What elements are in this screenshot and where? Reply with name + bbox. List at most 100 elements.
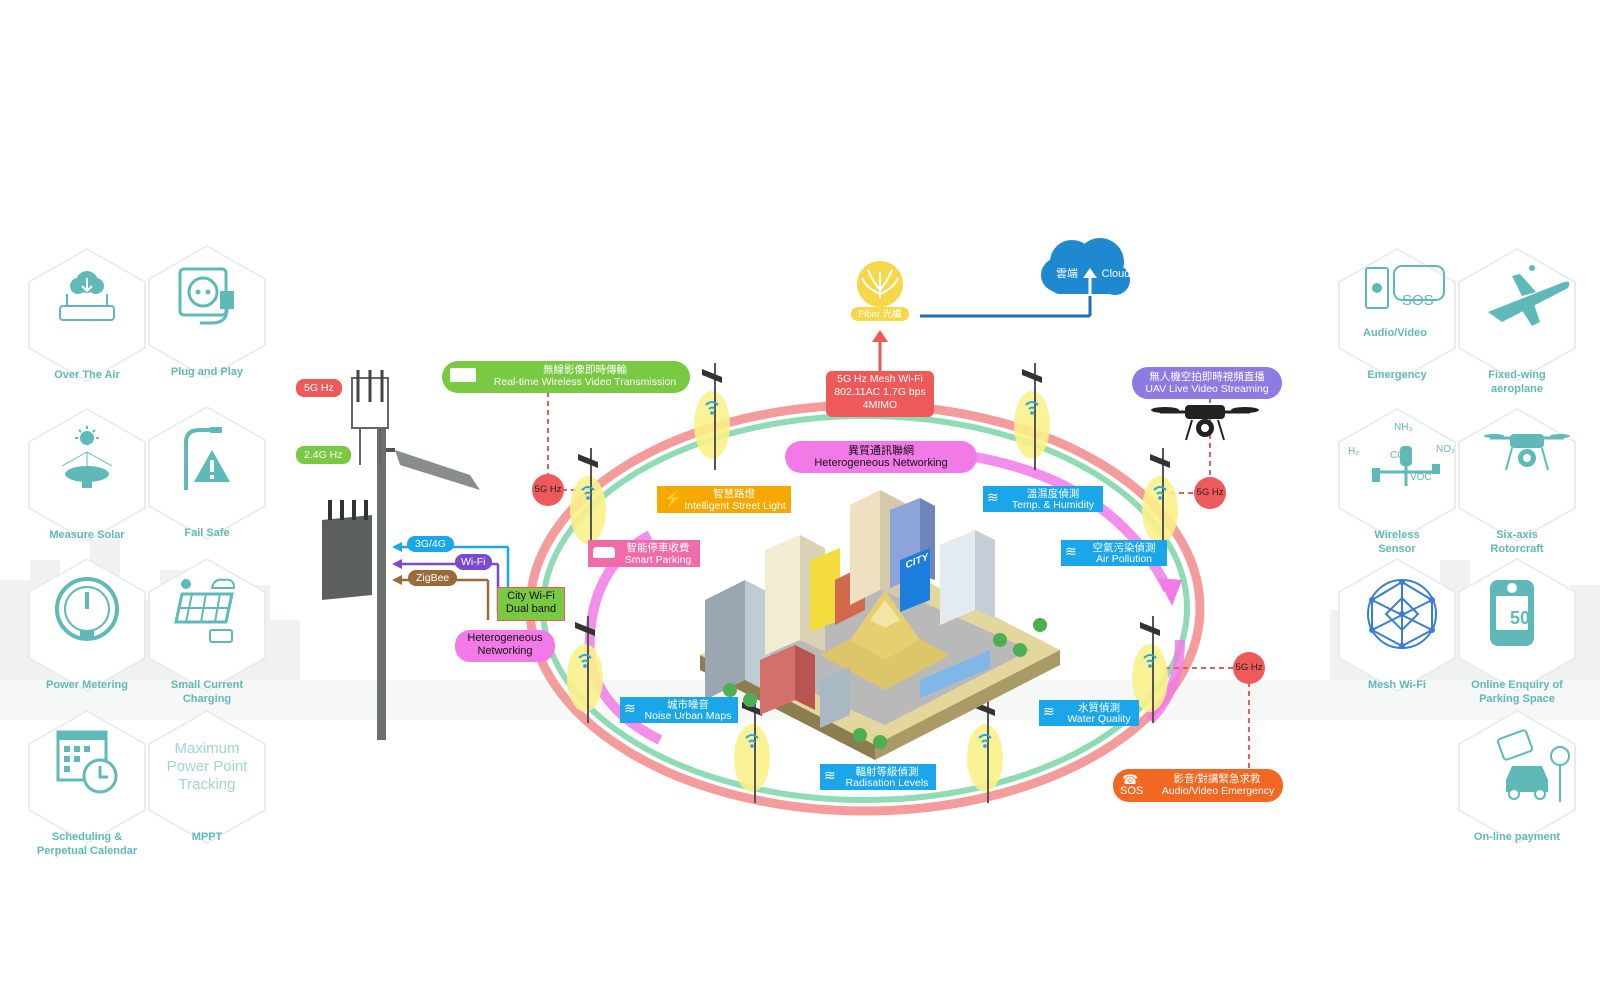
street-lamp	[694, 363, 730, 470]
feature-label-sensor: Wireless Sensor	[1374, 529, 1420, 555]
sos-phone-icon	[1362, 264, 1446, 329]
smart-parking-cn: 智能停車收費	[626, 542, 690, 554]
wifi-signal-icon: ≋	[824, 767, 836, 783]
street-lamp	[567, 616, 603, 723]
mesh-wifi-box: 5G Hz Mesh Wi-Fi 802.11AC 1.7G bps 4MIMO	[826, 371, 934, 417]
noise-cn: 城市噪音	[667, 699, 709, 711]
noise-en: Noise Urban Maps	[644, 710, 732, 722]
plug-socket-icon	[172, 261, 242, 336]
wifi-signal-icon: ≋	[624, 700, 636, 716]
feature-label-emergency: Emergency	[1367, 369, 1427, 381]
gas-label: NO₂	[1436, 444, 1455, 455]
water-cn: 水質偵測	[1078, 702, 1120, 714]
uav-pill: 無人機空拍即時視頻直播 UAV Live Video Streaming	[1132, 367, 1282, 399]
smart-parking-en: Smart Parking	[624, 554, 692, 566]
ghz-label-bottom: 5G Hz	[1235, 662, 1263, 673]
ghz-node-bottom	[1233, 652, 1265, 684]
ghz-node-left	[532, 474, 564, 506]
band-5g-pill: 5G Hz	[296, 379, 342, 397]
mesh-line-2: 802.11AC 1.7G bps	[834, 386, 926, 398]
hetero-pill-left: Heterogeneous Networking	[455, 630, 555, 662]
ghz-label-right: 5G Hz	[1196, 487, 1224, 498]
mppt-description: Maximum Power Point Tracking	[166, 740, 248, 793]
city-wifi-box: City Wi-Fi Dual band	[497, 587, 565, 621]
isometric-city	[700, 490, 1060, 760]
wifi-signal-icon: ≋	[1043, 703, 1055, 719]
tag-temp-humidity: ≋ 溫濕度偵測 Temp. & Humidity	[983, 486, 1103, 512]
gas-label: NH₃	[1394, 422, 1413, 433]
feature-sublabel-emergency: Audio/Video	[1363, 327, 1427, 339]
street-lamp	[1014, 363, 1050, 470]
tag-radiation: ≋ 輻射等級偵測 Radisation Levels	[820, 764, 936, 790]
mesh-network-icon	[1362, 574, 1442, 659]
feature-label-rotor: Six-axis Rotorcraft	[1490, 529, 1544, 555]
water-en: Water Quality	[1067, 713, 1131, 725]
feature-label-failsafe: Fail Safe	[184, 527, 230, 539]
calendar-clock-icon	[52, 726, 122, 801]
airplane-icon	[1482, 264, 1572, 339]
ghz-label-left: 5G Hz	[534, 484, 562, 495]
feature-label-ota: Over The Air	[54, 369, 120, 381]
gas-label: VOC	[1410, 472, 1432, 483]
uav-drone	[1151, 405, 1259, 441]
cloud-icon	[1041, 238, 1130, 296]
hetero-en: Heterogeneous Networking	[814, 457, 948, 469]
drone-icon	[1482, 424, 1572, 489]
feature-hex-charging[interactable]	[150, 560, 264, 690]
street-light-en: Intelligent Street Light	[684, 500, 786, 512]
gauge-icon	[52, 574, 122, 649]
sos-word: SOS	[1120, 785, 1144, 797]
gas-sensor-icon	[1362, 424, 1452, 499]
band-24g-pill: 2.4G Hz	[296, 446, 351, 464]
sun-panel-icon	[52, 424, 122, 499]
video-cn: 無線影像即時傳輸	[543, 364, 627, 376]
camera-icon	[450, 368, 476, 382]
feature-label-mppt: MPPT	[191, 831, 223, 843]
parking-count: 50	[1509, 608, 1531, 628]
wifi-signal-icon: ≋	[1065, 543, 1077, 559]
hetero-pill-top: 異質通訊聯網 Heterogeneous Networking	[785, 441, 977, 473]
video-transmission-pill: 無線影像即時傳輸 Real-time Wireless Video Transm…	[442, 361, 690, 393]
gas-label: CO₂	[1390, 450, 1409, 461]
feature-label-fixedwing: Fixed-wing aeroplane	[1488, 369, 1546, 395]
cloud-label-en: Cloud	[1101, 268, 1131, 280]
feature-label-solar: Measure Solar	[49, 529, 125, 541]
air-cn: 空氣污染偵測	[1092, 542, 1156, 554]
lightning-icon: ⚡	[663, 491, 683, 508]
solar-panel-battery-icon	[172, 574, 242, 649]
uav-cn: 無人機空拍即時視頻直播	[1149, 371, 1265, 383]
radio-zigbee: ZigBee	[408, 570, 458, 586]
street-lamp	[570, 448, 606, 555]
router-download-icon	[52, 264, 122, 339]
parking-sign-icon	[1482, 574, 1542, 659]
feature-label-power: Power Metering	[46, 679, 128, 691]
tag-street-light: ⚡ 智慧路燈 Intelligent Street Light	[657, 486, 791, 513]
card-car-parking-icon	[1482, 726, 1572, 811]
feature-label-mesh: Mesh Wi-Fi	[1368, 679, 1426, 691]
feature-hex-power[interactable]	[30, 560, 144, 690]
street-lamp	[1142, 448, 1178, 555]
mesh-line-1: 5G Hz Mesh Wi-Fi	[837, 373, 923, 385]
feature-label-charging: Small Current Charging	[170, 679, 244, 705]
street-lamp	[734, 696, 770, 803]
rad-cn: 輻射等級偵測	[855, 766, 919, 778]
sos-pill: ☎ SOS 影音/對講緊急求救 Audio/Video Emergency	[1113, 769, 1283, 802]
tag-noise: ≋ 城市噪音 Noise Urban Maps	[620, 697, 738, 723]
ghz-node-right	[1194, 477, 1226, 509]
feature-label-plug: Plug and Play	[170, 366, 244, 378]
sos-en: Audio/Video Emergency	[1161, 785, 1275, 797]
radio-wifi: Wi-Fi	[455, 554, 492, 570]
street-lamp	[1132, 616, 1168, 723]
tag-water-quality: ≋ 水質偵測 Water Quality	[1039, 700, 1139, 726]
radio-3g4g: 3G/4G	[407, 536, 454, 552]
video-en: Real-time Wireless Video Transmission	[493, 376, 677, 388]
car-icon	[593, 547, 615, 558]
rad-en: Radisation Levels	[845, 777, 929, 789]
sos-text: SOS	[1402, 292, 1434, 309]
street-light-cn: 智慧路燈	[713, 488, 755, 500]
mesh-line-3: 4MIMO	[862, 399, 898, 411]
uav-en: UAV Live Video Streaming	[1145, 383, 1269, 395]
feature-hex-mppt[interactable]	[150, 712, 264, 842]
